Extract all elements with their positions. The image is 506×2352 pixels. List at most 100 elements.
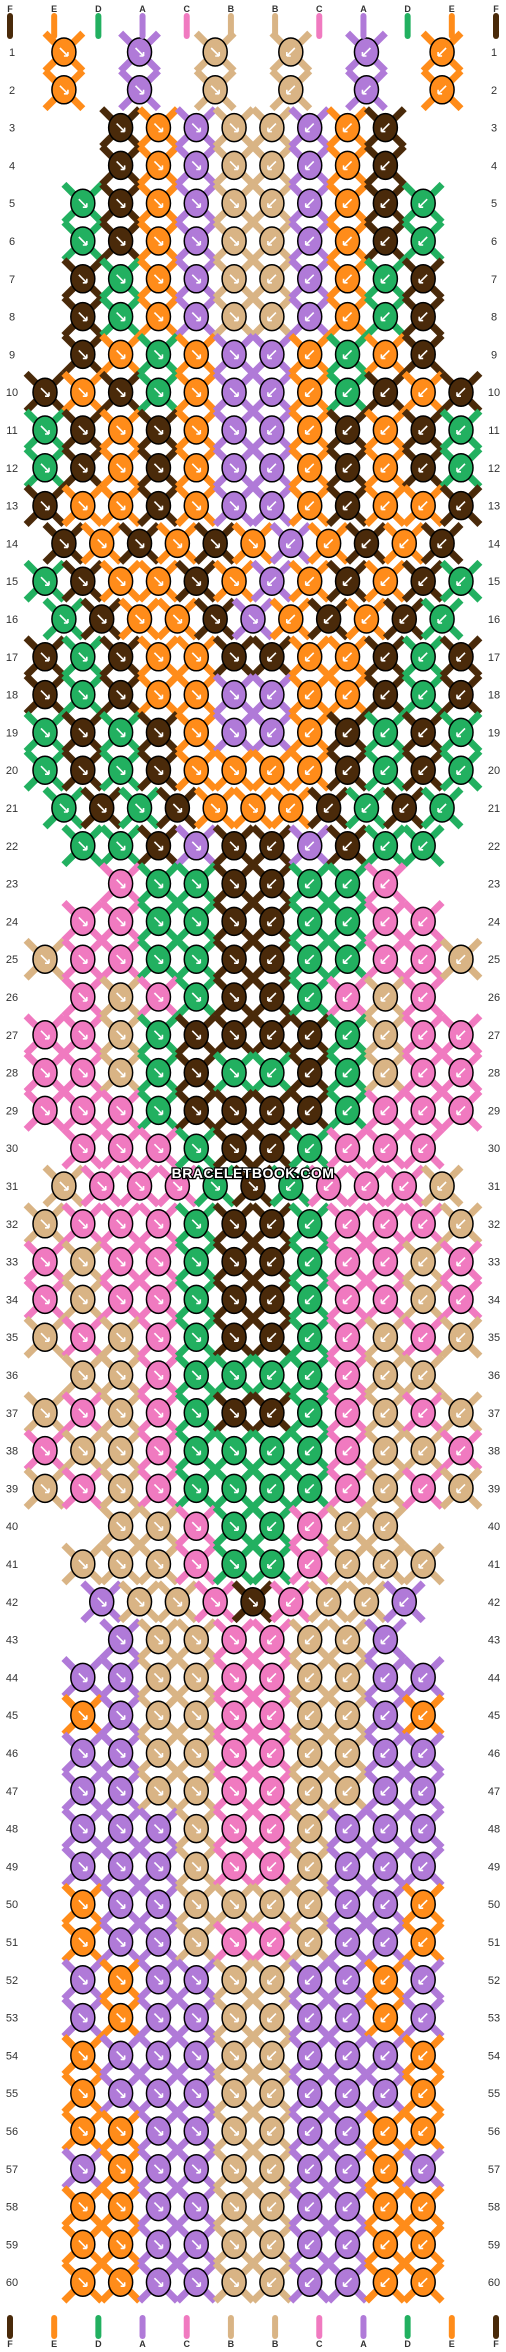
row-number: 22 <box>488 841 500 853</box>
knot-arrow-icon <box>229 312 239 322</box>
knot-arrow-icon <box>191 2277 202 2287</box>
knot-arrow-icon <box>116 2050 126 2061</box>
knot-arrow-icon <box>418 1143 428 1153</box>
row-number: 3 <box>9 123 15 135</box>
knot-arrow-icon <box>418 1861 428 1872</box>
row-number: 41 <box>6 1559 18 1571</box>
knot-arrow-icon <box>229 425 239 435</box>
knot-arrow-icon <box>116 2202 126 2212</box>
knot-arrow-icon <box>342 690 353 700</box>
knot-arrow-icon <box>229 1899 239 1909</box>
knot-arrow-icon <box>116 312 126 322</box>
knot-arrow-icon <box>267 1748 277 1758</box>
knot-arrow-icon <box>286 803 296 813</box>
knot-arrow-icon <box>153 2164 164 2174</box>
knot-arrow-icon <box>267 123 277 133</box>
knot-arrow-icon <box>78 954 88 964</box>
row-number: 5 <box>491 198 497 210</box>
knot-arrow-icon <box>153 1257 164 1267</box>
knot-arrow-icon <box>229 2050 239 2061</box>
knot-arrow-icon <box>191 1446 202 1456</box>
row-number: 9 <box>491 349 497 361</box>
knot-arrow-icon <box>229 1143 239 1153</box>
knot-arrow-icon <box>229 1332 239 1342</box>
knot-arrow-icon <box>229 1672 239 1683</box>
knot-arrow-icon <box>418 1899 428 1909</box>
knot-arrow-icon <box>153 1332 164 1342</box>
row-number: 35 <box>488 1332 500 1344</box>
knot-arrow-icon <box>153 765 164 775</box>
knot-arrow-icon <box>456 1294 466 1305</box>
row-numbers-right: 1234567891011121314151617181920212223242… <box>488 47 500 2289</box>
row-number: 40 <box>6 1521 18 1533</box>
knot-arrow-icon <box>267 1030 277 1040</box>
knot-arrow-icon <box>116 576 126 586</box>
knot-arrow-icon <box>116 1521 126 1531</box>
knot-arrow-icon <box>418 1408 428 1418</box>
knot-arrow-icon <box>304 2050 315 2061</box>
row-number: 17 <box>6 652 18 664</box>
knot-arrow-icon <box>116 1975 126 1985</box>
row-number: 20 <box>488 765 500 777</box>
row-number: 54 <box>488 2050 500 2062</box>
knot-arrow-icon <box>229 2239 239 2250</box>
knot-arrow-icon <box>437 614 447 624</box>
knot-arrow-icon <box>380 1899 390 1909</box>
knot-arrow-icon <box>399 1597 409 1607</box>
knot-arrow-icon <box>191 1294 202 1305</box>
knot-arrow-icon <box>342 387 353 397</box>
row-number: 37 <box>488 1408 500 1420</box>
knot-arrow-icon <box>342 1899 353 1909</box>
knot-arrow-icon <box>248 1181 258 1191</box>
knot-arrow-icon <box>40 1294 50 1305</box>
knot-arrow-icon <box>40 1332 50 1342</box>
knot-arrow-icon <box>78 841 88 851</box>
strand-label-bottom: E <box>51 2339 57 2349</box>
knot-arrow-icon <box>380 2088 390 2098</box>
knot-arrow-icon <box>191 1672 202 1683</box>
knot-arrow-icon <box>153 1030 164 1040</box>
knot-arrow-icon <box>304 1294 315 1305</box>
knot-arrow-icon <box>116 236 126 246</box>
row-numbers-left: 1234567891011121314151617181920212223242… <box>6 47 18 2289</box>
knot-arrow-icon <box>342 992 353 1002</box>
knot-arrow-icon <box>229 727 239 738</box>
knot-arrow-icon <box>304 160 315 171</box>
knot-arrow-icon <box>418 841 428 851</box>
knot-arrow-icon <box>418 1219 428 1229</box>
knot-arrow-icon <box>153 2126 164 2136</box>
knot-arrow-icon <box>456 1219 466 1229</box>
row-number: 28 <box>6 1068 18 1080</box>
knot-arrow-icon <box>229 1710 239 1720</box>
knot-arrow-icon <box>191 2202 202 2212</box>
knot-arrow-icon <box>229 1937 239 1947</box>
row-number: 6 <box>491 236 497 248</box>
knot-arrow-icon <box>342 1446 353 1456</box>
knot-arrow-icon <box>380 123 390 133</box>
knot-arrow-icon <box>97 1181 107 1191</box>
knot-arrow-icon <box>229 1521 239 1531</box>
knot-arrow-icon <box>456 1408 466 1418</box>
knot-arrow-icon <box>267 1521 277 1531</box>
row-number: 30 <box>6 1143 18 1155</box>
knot-arrow-icon <box>342 1068 353 1078</box>
knot-arrow-icon <box>78 1672 88 1683</box>
knot-arrow-icon <box>172 803 183 813</box>
knot-arrow-icon <box>229 274 239 284</box>
knot-arrow-icon <box>399 1181 409 1191</box>
knot-arrow-icon <box>418 236 428 246</box>
knot-arrow-icon <box>78 2050 88 2061</box>
row-number: 53 <box>6 2013 18 2025</box>
knot-arrow-icon <box>267 2202 277 2212</box>
knot-arrow-icon <box>153 2088 164 2098</box>
knot-arrow-icon <box>229 1257 239 1267</box>
knot-arrow-icon <box>380 1824 390 1834</box>
row-number: 13 <box>6 501 18 513</box>
knot-arrow-icon <box>116 160 126 171</box>
knot-arrow-icon <box>229 1559 239 1569</box>
row-number: 7 <box>9 274 15 286</box>
row-number: 24 <box>6 916 18 928</box>
knot-arrow-icon <box>191 1219 202 1229</box>
knot-arrow-icon <box>116 879 126 889</box>
knot-arrow-icon <box>418 916 428 927</box>
